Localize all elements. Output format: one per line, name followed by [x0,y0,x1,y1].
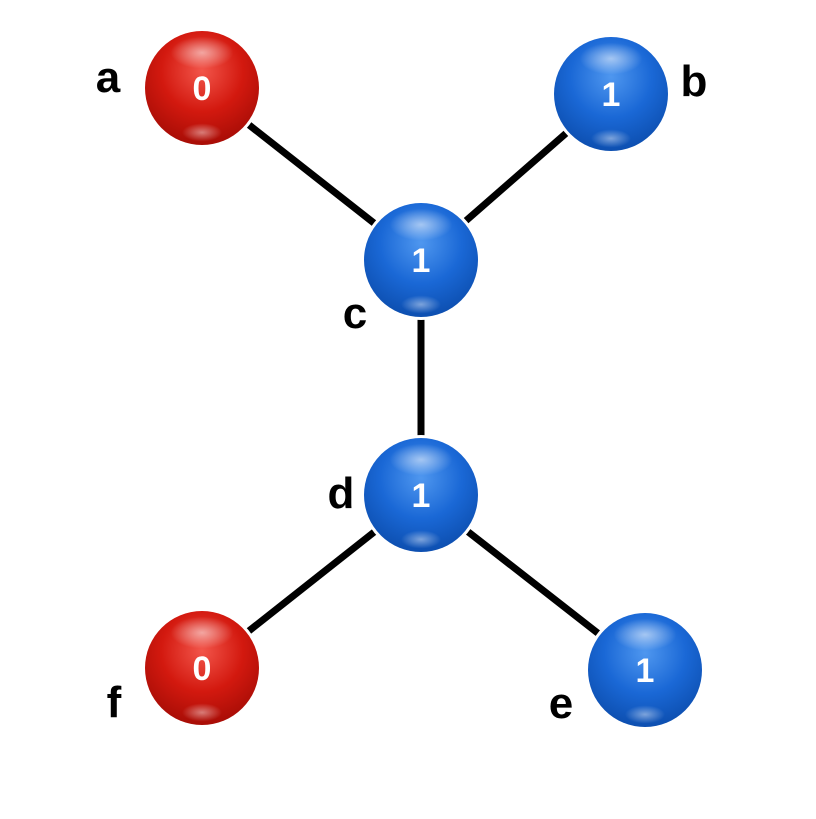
node-f-highlight [170,616,234,649]
node-d-reflection [401,530,441,549]
node-a-label: a [96,53,121,102]
node-f-value: 0 [193,650,212,688]
node-b-highlight [579,42,643,75]
node-b: 1 [551,34,671,154]
node-f-circle [145,611,259,725]
node-b-circle [554,37,668,151]
node-f-reflection [182,703,222,722]
node-e-circle [588,613,702,727]
node-c-circle [364,203,478,317]
edges [199,85,648,673]
node-d-label: d [328,469,355,518]
node-e: 1 [585,610,705,730]
node-d-highlight [389,443,453,476]
node-c-highlight [389,208,453,241]
node-e-reflection [625,705,665,724]
node-e-highlight [613,618,677,651]
node-e-value: 1 [636,652,655,690]
nodes: 0 a 1 b 1 c 1 d 1 e 0 f [96,28,708,730]
node-a-circle [145,31,259,145]
node-c-label: c [343,289,367,338]
node-f-label: f [107,678,122,727]
node-d-circle [364,438,478,552]
node-b-value: 1 [602,76,621,114]
node-a-highlight [170,36,234,69]
node-a-reflection [182,123,222,142]
node-f: 0 [142,608,262,728]
node-b-reflection [591,129,631,148]
node-c: 1 [361,200,481,320]
node-d: 1 [361,435,481,555]
node-e-label: e [549,679,573,728]
node-d-value: 1 [412,477,431,515]
node-a: 0 [142,28,262,148]
node-c-reflection [401,295,441,314]
node-b-label: b [681,57,708,106]
node-c-value: 1 [412,242,431,280]
node-a-value: 0 [193,70,212,108]
